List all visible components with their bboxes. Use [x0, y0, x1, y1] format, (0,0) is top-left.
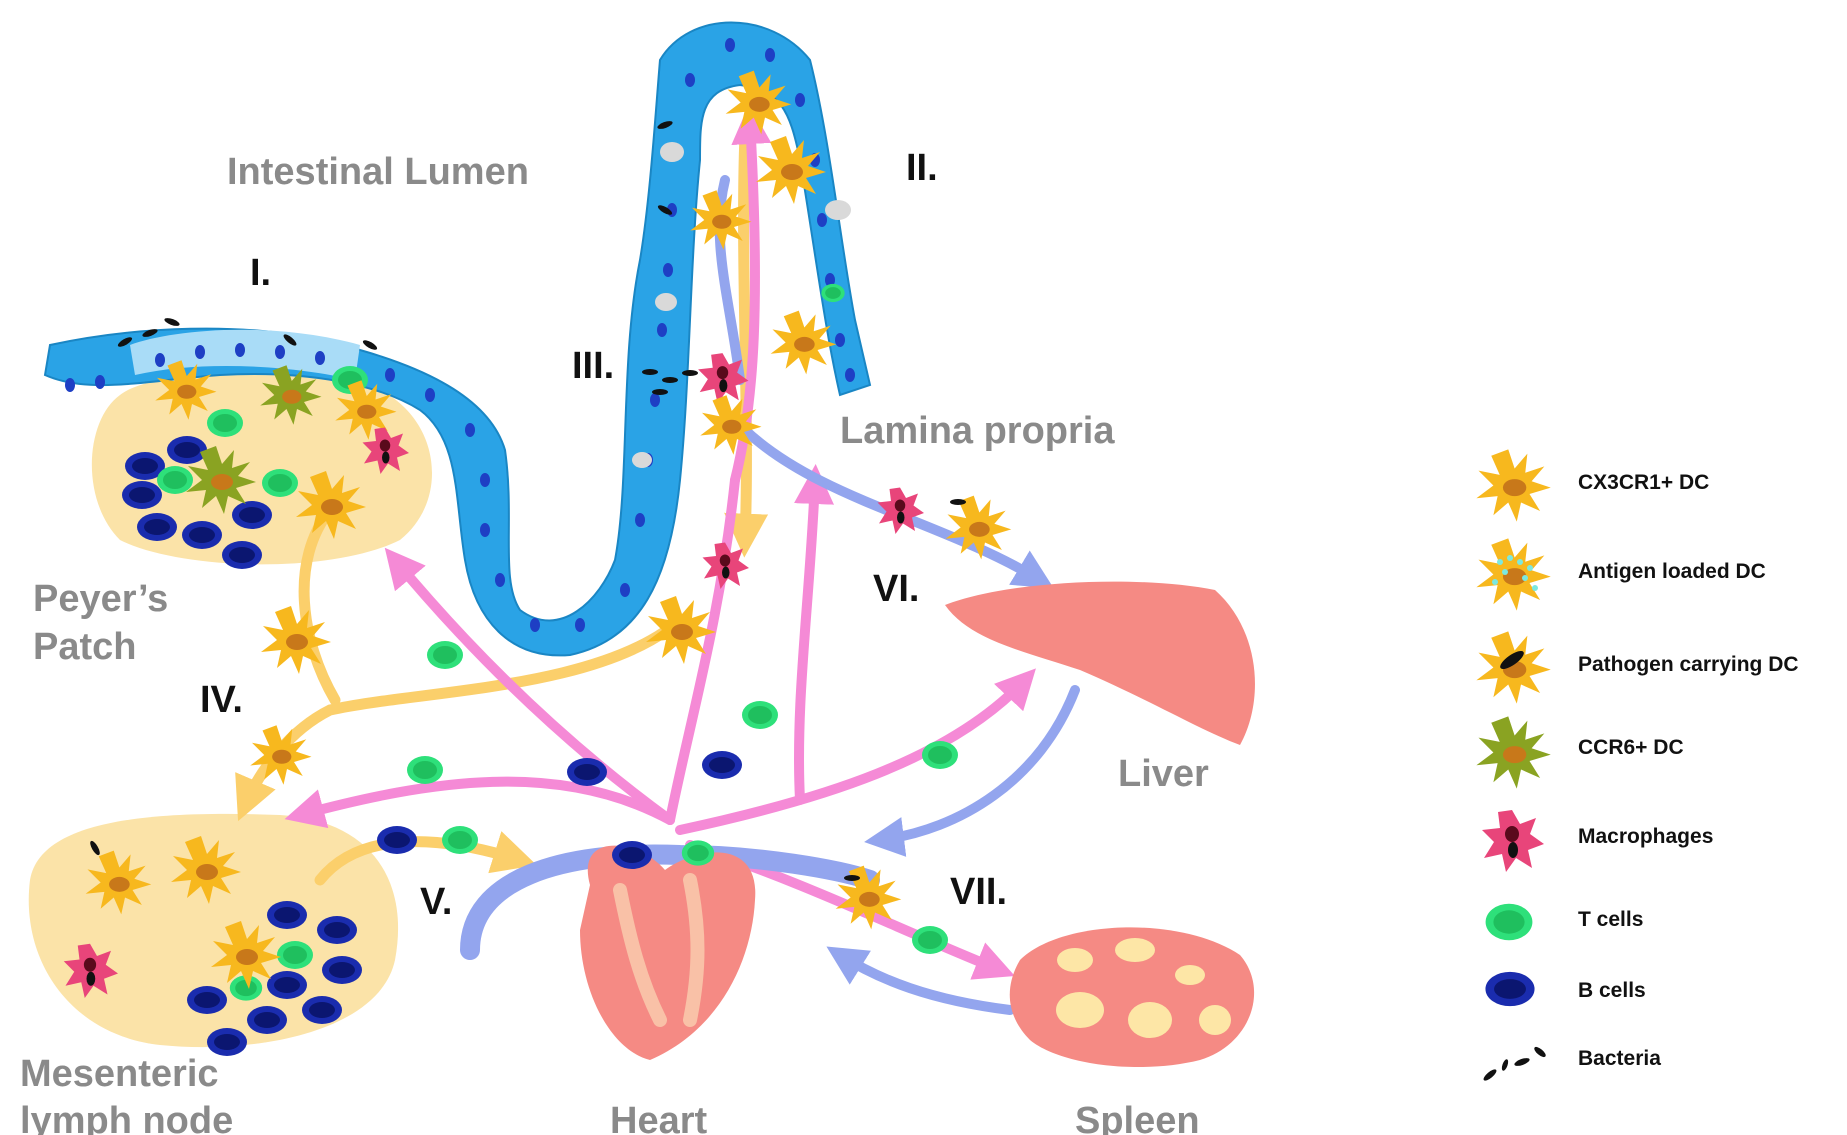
label-peyers-patch-1: Peyer’s	[33, 578, 168, 620]
t-cell-5	[442, 826, 478, 854]
t-cell-icon	[1486, 904, 1533, 940]
label-liver: Liver	[1118, 753, 1209, 795]
step-label-4: IV.	[200, 679, 243, 721]
b-cell-2	[702, 751, 742, 779]
dc-liver-route	[946, 496, 1012, 560]
step-label-2: II.	[906, 147, 938, 189]
macrophage-icon	[1482, 810, 1544, 872]
macrophage-villus-2	[703, 543, 750, 590]
legend: CX3CR1+ DC Antigen loaded DC Pathogen ca…	[1476, 449, 1798, 1082]
legend-item-ccr6-dc: CCR6+ DC	[1476, 716, 1683, 788]
legend-label: CX3CR1+ DC	[1578, 471, 1709, 494]
t-cell-2	[407, 756, 443, 784]
legend-item-cx3cr1-dc: CX3CR1+ DC	[1476, 449, 1709, 521]
step-label-6: VI.	[873, 568, 919, 610]
spleen	[1010, 927, 1254, 1067]
legend-item-antigen-loaded-dc: Antigen loaded DC	[1476, 538, 1765, 610]
legend-label: T cells	[1578, 908, 1643, 931]
heart	[580, 846, 755, 1060]
t-cell-3	[742, 701, 778, 729]
step-label-7: VII.	[950, 871, 1007, 913]
bacteria-icon	[1482, 1045, 1547, 1082]
legend-label: B cells	[1578, 979, 1646, 1002]
b-cell-4	[612, 841, 652, 869]
legend-item-macrophages: Macrophages	[1482, 810, 1713, 872]
step-label-1: I.	[250, 252, 271, 294]
cx3cr1-dc-icon	[1476, 449, 1550, 521]
legend-label: Antigen loaded DC	[1578, 560, 1766, 583]
label-mln-1: Mesenteric	[20, 1053, 219, 1095]
label-spleen: Spleen	[1075, 1100, 1200, 1135]
b-cell-icon	[1485, 972, 1534, 1006]
legend-label: CCR6+ DC	[1578, 736, 1684, 759]
step-label-3: III.	[572, 345, 614, 387]
ccr6-dc-icon	[1476, 716, 1550, 788]
label-intestinal-lumen: Intestinal Lumen	[227, 151, 529, 193]
legend-item-bacteria: Bacteria	[1482, 1045, 1661, 1082]
label-peyers-patch-2: Patch	[33, 626, 136, 668]
legend-item-b-cells: B cells	[1485, 972, 1645, 1006]
legend-item-t-cells: T cells	[1486, 904, 1644, 940]
t-cell-4	[922, 741, 958, 769]
legend-label: Macrophages	[1578, 825, 1713, 848]
label-mln-2: lymph node	[20, 1100, 233, 1135]
step-label-5: V.	[420, 881, 452, 923]
t-cell-1	[427, 641, 463, 669]
legend-label: Bacteria	[1578, 1047, 1661, 1070]
t-cell-7	[912, 926, 948, 954]
label-lamina-propria: Lamina propria	[840, 410, 1115, 452]
b-cell-1	[567, 758, 607, 786]
label-heart: Heart	[610, 1100, 707, 1135]
liver	[945, 582, 1255, 745]
t-cell-mln-1	[277, 941, 313, 969]
pathogen-carrying-dc-icon	[1476, 631, 1550, 703]
b-cell-3	[377, 826, 417, 854]
t-cell-villus	[821, 284, 844, 302]
legend-label: Pathogen carrying DC	[1578, 653, 1799, 676]
legend-item-pathogen-carrying-dc: Pathogen carrying DC	[1476, 631, 1798, 703]
t-cell-6	[682, 840, 714, 865]
antigen-loaded-dc-icon	[1476, 538, 1550, 610]
